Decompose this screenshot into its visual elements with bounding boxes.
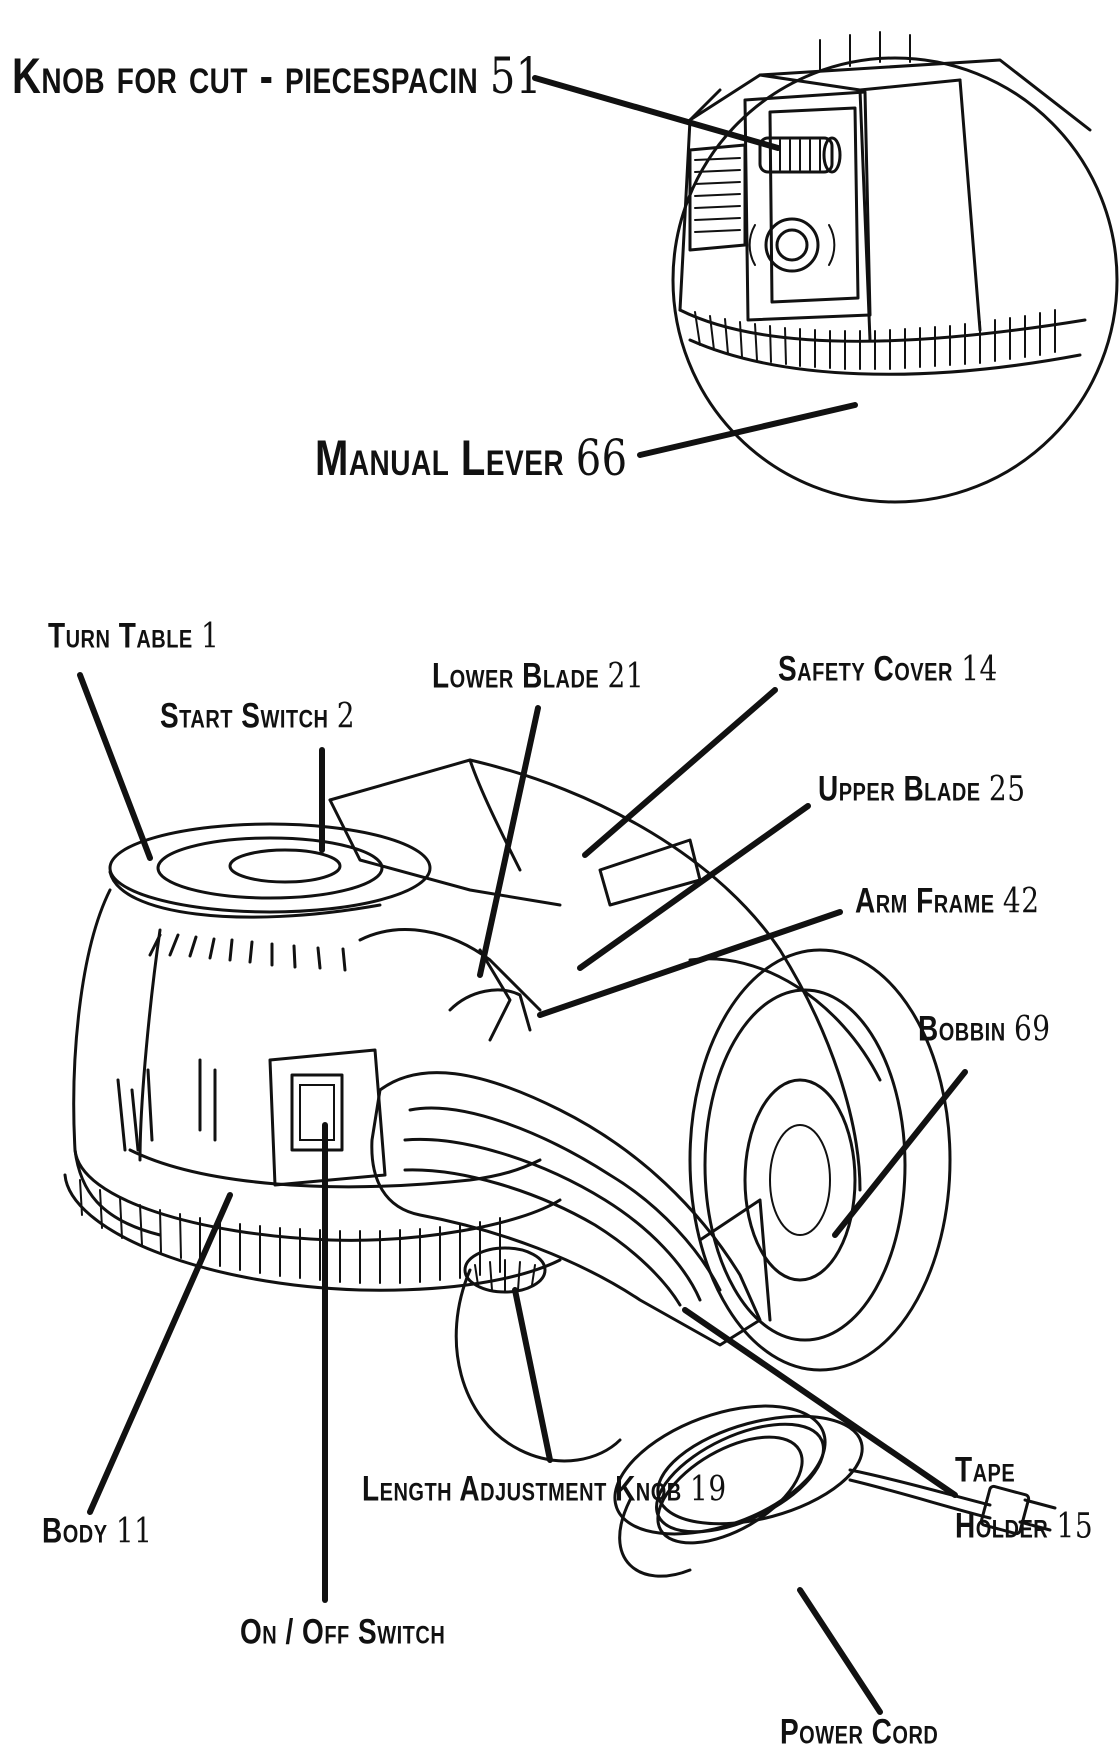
power-cord-drawing xyxy=(454,1268,1057,1578)
label-bobbin-name: Bobbin xyxy=(918,1009,1006,1048)
leader-arm-frame xyxy=(537,909,843,1018)
label-lower-blade-name: Lower Blade xyxy=(432,656,600,695)
label-start-switch-name: Start Switch xyxy=(160,696,329,735)
label-power-cord-name: Power Cord xyxy=(780,1712,939,1751)
label-knob-cut-num: 51 xyxy=(489,48,542,106)
label-body-name: Body xyxy=(42,1511,108,1550)
label-turn-table-num: 1 xyxy=(201,615,220,657)
leader-turn-table xyxy=(77,672,153,861)
inset-vent-grille xyxy=(688,143,747,252)
inset-control-panel xyxy=(688,90,872,322)
label-length-knob-name: Length Adjustment Knob xyxy=(362,1469,682,1508)
label-safety-cover: Safety Cover 14 xyxy=(778,648,998,689)
inset-housing xyxy=(678,31,1092,376)
label-tape-holder-line1: Tape xyxy=(955,1450,1015,1490)
label-manual-lever: Manual Lever 66 xyxy=(315,430,628,488)
leader-body xyxy=(87,1192,233,1515)
base-ring xyxy=(63,1173,562,1292)
label-tape-holder-num: 15 xyxy=(1056,1505,1094,1547)
leader-manual-lever xyxy=(637,402,858,458)
length-knob-drawing xyxy=(463,1246,547,1294)
bobbin-drawing xyxy=(688,948,952,1372)
label-bobbin: Bobbin 69 xyxy=(918,1008,1051,1049)
label-manual-lever-num: 66 xyxy=(575,430,628,488)
leader-upper-blade xyxy=(577,803,811,971)
label-manual-lever-name: Manual Lever xyxy=(315,431,565,487)
label-lower-blade: Lower Blade 21 xyxy=(432,655,644,696)
label-knob-cut-name: Knob for cut - piecespacin xyxy=(12,49,479,105)
body-vents xyxy=(116,933,347,1152)
leader-power-cord xyxy=(797,1587,883,1715)
label-upper-blade: Upper Blade 25 xyxy=(818,768,1026,809)
label-start-switch: Start Switch 2 xyxy=(160,695,355,736)
label-length-knob-num: 19 xyxy=(690,1468,727,1510)
label-length-knob: Length Adjustment Knob 19 xyxy=(362,1468,727,1509)
label-lower-blade-num: 21 xyxy=(607,655,645,697)
leader-bobbin xyxy=(832,1069,968,1238)
label-on-off-switch-name: On / Off Switch xyxy=(240,1612,446,1651)
inset-circle-outline xyxy=(671,56,1119,504)
label-arm-frame: Arm Frame 42 xyxy=(855,880,1040,921)
label-start-switch-num: 2 xyxy=(336,695,356,737)
label-tape-holder-line2: Holder 15 xyxy=(955,1505,1093,1546)
label-turn-table-name: Turn Table xyxy=(48,616,193,655)
dispenser-body xyxy=(63,758,1057,1578)
label-knob-cut: Knob for cut - piecespacin 51 xyxy=(12,48,542,106)
label-body: Body 11 xyxy=(42,1510,152,1551)
leader-length-knob xyxy=(512,1287,553,1463)
label-turn-table: Turn Table 1 xyxy=(48,615,219,656)
label-arm-frame-name: Arm Frame xyxy=(855,881,995,920)
on-off-switch-drawing xyxy=(268,1048,387,1187)
leader-tape-holder xyxy=(682,1307,958,1498)
label-body-num: 11 xyxy=(115,1510,153,1552)
leader-lines xyxy=(77,75,968,1715)
label-upper-blade-name: Upper Blade xyxy=(818,769,981,808)
label-arm-frame-num: 42 xyxy=(1002,880,1040,922)
label-on-off-switch: On / Off Switch xyxy=(240,1612,445,1652)
detail-inset xyxy=(671,31,1119,504)
arm-frame-drawing xyxy=(358,928,542,1042)
leader-lower-blade xyxy=(477,705,541,978)
knob-51-drawing xyxy=(758,136,842,174)
tape-holder-drawing xyxy=(370,1071,772,1347)
label-upper-blade-num: 25 xyxy=(988,768,1026,810)
label-safety-cover-num: 14 xyxy=(961,648,998,690)
label-tape-holder-line1-text: Tape xyxy=(955,1450,1016,1489)
inset-round-button xyxy=(748,217,836,273)
leader-knob-51 xyxy=(532,75,781,151)
label-safety-cover-name: Safety Cover xyxy=(778,649,953,688)
label-power-cord: Power Cord xyxy=(780,1712,938,1752)
leader-safety-cover xyxy=(582,687,778,858)
turn-table-drawing xyxy=(108,822,432,919)
label-bobbin-num: 69 xyxy=(1013,1008,1051,1050)
label-tape-holder-name: Holder xyxy=(955,1506,1049,1545)
